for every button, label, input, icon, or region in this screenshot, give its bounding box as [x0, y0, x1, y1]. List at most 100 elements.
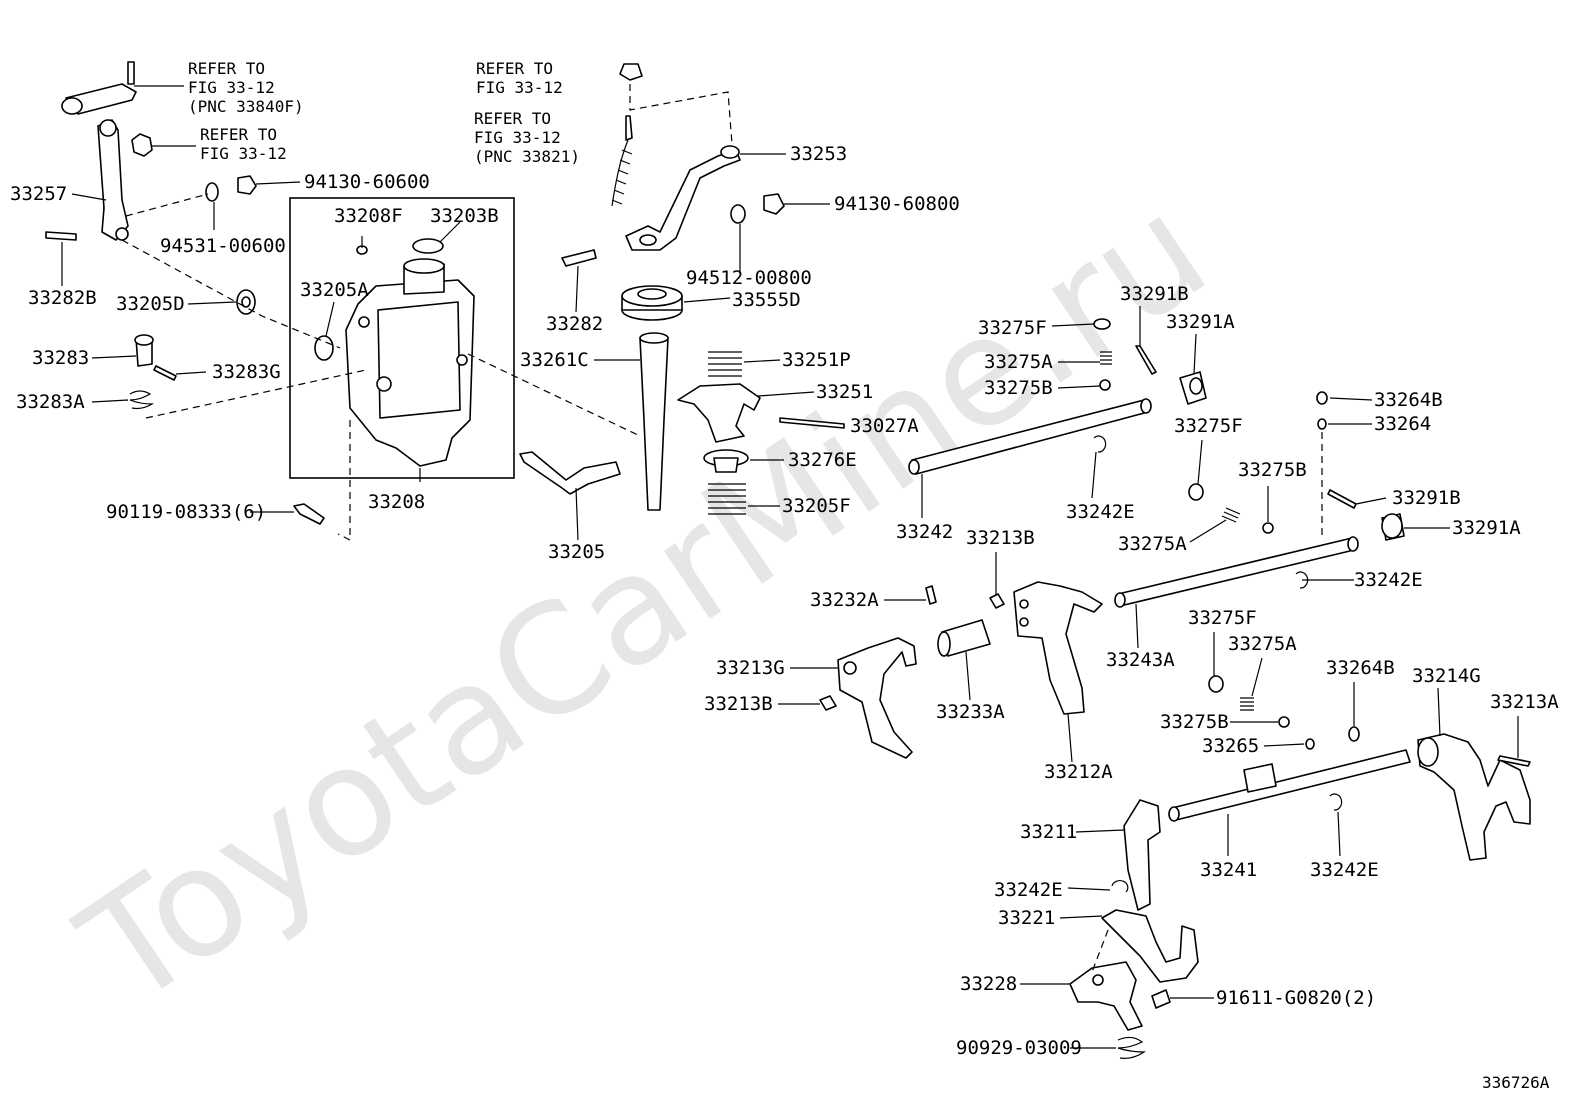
pin-33232A-icon [925, 585, 937, 605]
label-33264B-a: 33264B [1374, 389, 1443, 411]
label-33241: 33241 [1200, 859, 1257, 881]
plug-33275F-c-icon [1208, 675, 1224, 693]
label-94512-00800: 94512-00800 [686, 267, 812, 289]
fork-33213G[interactable] [837, 637, 917, 759]
cable-icon [611, 115, 633, 207]
label-33242E-a: 33242E [1066, 501, 1135, 523]
label-33291A-a: 33291A [1166, 311, 1235, 333]
shift-arm-33253[interactable] [625, 145, 741, 251]
label-33205F: 33205F [782, 495, 851, 517]
sleeve-33233A[interactable] [937, 619, 991, 657]
pin-33291B-b-icon [1327, 489, 1357, 509]
label-33213A: 33213A [1490, 691, 1559, 713]
spring-33275A-b-icon [1221, 507, 1241, 523]
pin-33282B-icon [45, 231, 77, 241]
spring-33205F-icon [708, 483, 746, 515]
label-33242E-c: 33242E [1310, 859, 1379, 881]
label-33283: 33283 [32, 347, 89, 369]
shift-lever-33257[interactable] [61, 61, 137, 241]
label-33027A: 33027A [850, 415, 919, 437]
label-90119: 90119-08333(6) [106, 501, 266, 523]
label-33276E: 33276E [788, 449, 857, 471]
clip-33242E-a-icon [1093, 435, 1107, 453]
lever-33221[interactable] [1101, 909, 1199, 983]
label-33242E-b: 33242E [1354, 569, 1423, 591]
label-94130-60800: 94130-60800 [834, 193, 960, 215]
washer-94512-icon [730, 204, 746, 224]
clip-33242E-b-icon [1295, 571, 1309, 589]
label-91611: 91611-G0820(2) [1216, 987, 1376, 1009]
block-33291A-icon [1179, 371, 1207, 405]
shift-block-33251[interactable] [677, 383, 761, 443]
shaft-33241[interactable] [1168, 749, 1411, 822]
pin-33291B-icon [1135, 345, 1157, 375]
label-33213B-b: 33213B [704, 693, 773, 715]
svg-text:(PNC 33840F): (PNC 33840F) [188, 97, 304, 116]
svg-text:REFER TO: REFER TO [188, 59, 265, 78]
fork-33212A[interactable] [1013, 581, 1103, 715]
svg-text:REFER TO: REFER TO [200, 125, 277, 144]
label-33205: 33205 [548, 541, 605, 563]
label-33253: 33253 [790, 143, 847, 165]
ball-33275B-b-icon [1262, 522, 1274, 534]
label-94130-60600: 94130-60600 [304, 171, 430, 193]
label-33275F-b: 33275F [1174, 415, 1243, 437]
label-33212A: 33212A [1044, 761, 1113, 783]
figure-id: 336726A [1482, 1073, 1550, 1092]
label-33208: 33208 [368, 491, 425, 513]
housing-33208-box [289, 197, 515, 479]
lever-33211[interactable] [1123, 799, 1161, 911]
refer-note-2: REFER TO FIG 33-12 [200, 125, 287, 163]
label-33291B-b: 33291B [1392, 487, 1461, 509]
washer-33205D-icon [236, 289, 256, 315]
nut-94130-60800-icon [763, 193, 785, 215]
pin-33264B-b-icon [1348, 726, 1360, 742]
bolt-90119-icon [293, 503, 325, 525]
label-33205D: 33205D [116, 293, 185, 315]
label-33251P: 33251P [782, 349, 851, 371]
bolt-33213B-b-icon [819, 695, 837, 711]
label-33205A: 33205A [300, 279, 369, 301]
refer-note-3: REFER TO FIG 33-12 [476, 59, 563, 97]
pin-33264-icon [1317, 418, 1327, 430]
washer-94531-icon [205, 182, 219, 202]
label-33257: 33257 [10, 183, 67, 205]
clip-33242E-d-icon [1111, 879, 1129, 893]
label-33275F-c: 33275F [1188, 607, 1257, 629]
svg-text:REFER TO: REFER TO [476, 59, 553, 78]
label-33282: 33282 [546, 313, 603, 335]
lever-33205[interactable] [519, 451, 621, 495]
svg-text:FIG 33-12: FIG 33-12 [200, 144, 287, 163]
shaft-33243A[interactable] [1114, 536, 1359, 608]
clip-33242E-c-icon [1329, 793, 1343, 811]
svg-text:FIG 33-12: FIG 33-12 [476, 78, 563, 97]
bolt-94130-60600-icon [237, 175, 257, 195]
bolt-top-icon [619, 63, 643, 81]
bolt-91611-icon [1151, 989, 1171, 1009]
spring-33251P-icon [708, 351, 742, 377]
fork-33214G[interactable] [1417, 733, 1531, 861]
block-33291A-b-icon [1381, 513, 1405, 541]
spring-33275A-icon [1100, 351, 1112, 365]
svg-text:FIG 33-12: FIG 33-12 [474, 128, 561, 147]
label-33228: 33228 [960, 973, 1017, 995]
label-33214G: 33214G [1412, 665, 1481, 687]
spring-90929-icon [1117, 1036, 1146, 1059]
lever-33228[interactable] [1069, 961, 1143, 1031]
label-33555D: 33555D [732, 289, 801, 311]
label-33221: 33221 [998, 907, 1055, 929]
label-33275A-c: 33275A [1228, 633, 1297, 655]
label-33275A-a: 33275A [984, 351, 1053, 373]
svg-text:(PNC 33821): (PNC 33821) [474, 147, 580, 166]
pin-33283G-icon [153, 365, 177, 381]
label-33261C: 33261C [520, 349, 589, 371]
label-33264: 33264 [1374, 413, 1431, 435]
label-33213G: 33213G [716, 657, 785, 679]
svg-text:REFER TO: REFER TO [474, 109, 551, 128]
label-33203B: 33203B [430, 205, 499, 227]
bolt-33213B-a-icon [989, 566, 1005, 609]
shaft-33242[interactable] [908, 398, 1152, 475]
shaft-33261C[interactable] [639, 332, 669, 511]
pin-33282-icon [561, 249, 597, 267]
